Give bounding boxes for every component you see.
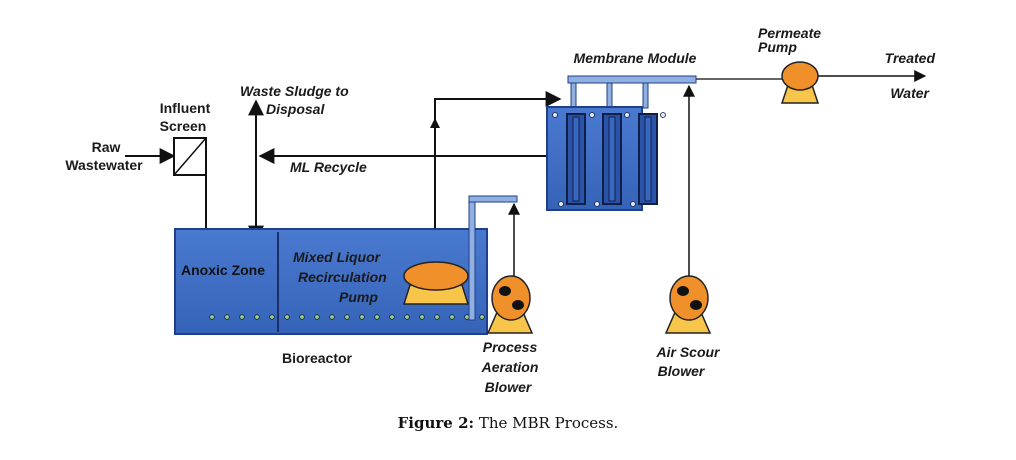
influent-screen-icon <box>173 137 207 176</box>
diffuser-dot <box>344 314 350 320</box>
air-scour-blower-label: Air Scour Blower <box>655 344 721 379</box>
figure-caption: Figure 2: The MBR Process. <box>0 414 1016 432</box>
aeration-pipe <box>468 195 518 321</box>
svg-text:Treated: Treated <box>885 50 936 66</box>
diffuser-dot <box>299 314 305 320</box>
influent-screen-label: Influent Screen <box>160 100 211 134</box>
diffuser-dot <box>314 314 320 320</box>
process-aeration-blower-label: Process Aeration Blower <box>481 339 539 395</box>
diffuser-dot <box>419 314 425 320</box>
mlr-to-membrane-arrow <box>434 91 562 270</box>
svg-text:Process: Process <box>483 339 538 355</box>
svg-text:Blower: Blower <box>485 379 533 395</box>
permeate-pump-icon <box>780 61 820 104</box>
diffuser-dot <box>434 314 440 320</box>
diffuser-dot <box>209 314 215 320</box>
diffuser-dot <box>284 314 290 320</box>
svg-text:Mixed Liquor: Mixed Liquor <box>293 249 382 265</box>
mlr-pump-label: Mixed Liquor Recirculation Pump <box>293 249 387 305</box>
membrane-module <box>546 75 697 211</box>
diffuser-dot <box>359 314 365 320</box>
aeration-diffusers <box>209 314 485 320</box>
diffuser-dot <box>239 314 245 320</box>
mbr-process-diagram: Raw Wastewater Influent Screen Waste Slu… <box>65 25 936 395</box>
svg-text:Aeration: Aeration <box>481 359 539 375</box>
svg-text:Air Scour: Air Scour <box>655 344 721 360</box>
svg-text:Screen: Screen <box>160 118 207 134</box>
mlr-pump-icon <box>402 261 470 305</box>
diffuser-dot <box>269 314 275 320</box>
diffuser-dot <box>329 314 335 320</box>
svg-text:Pump: Pump <box>339 289 378 305</box>
svg-text:Permeate: Permeate <box>758 25 821 41</box>
svg-text:Influent: Influent <box>160 100 211 116</box>
ml-recycle-label: ML Recycle <box>290 159 367 175</box>
svg-text:Raw: Raw <box>92 139 121 155</box>
svg-text:Wastewater: Wastewater <box>65 157 143 173</box>
membrane-module-label: Membrane Module <box>574 50 697 66</box>
raw-wastewater-label: Raw Wastewater <box>65 139 143 173</box>
svg-text:Disposal: Disposal <box>266 101 325 117</box>
figure-label: Figure 2: <box>397 414 475 432</box>
diffuser-dot <box>479 314 485 320</box>
diffuser-dot <box>404 314 410 320</box>
bioreactor-label: Bioreactor <box>282 350 353 366</box>
diffuser-dot <box>224 314 230 320</box>
anoxic-zone-label: Anoxic Zone <box>181 262 265 278</box>
diffuser-dot <box>254 314 260 320</box>
svg-text:Blower: Blower <box>658 363 706 379</box>
svg-text:Recirculation: Recirculation <box>298 269 387 285</box>
diffuser-dot <box>374 314 380 320</box>
diffuser-dot <box>449 314 455 320</box>
permeate-pump-label: Permeate Pump <box>758 25 821 55</box>
figure-caption-text: The MBR Process. <box>478 414 619 432</box>
treated-water-label: Treated Water <box>885 50 936 101</box>
svg-text:Waste Sludge to: Waste Sludge to <box>240 83 349 99</box>
waste-sludge-label: Waste Sludge to Disposal <box>240 83 349 117</box>
svg-text:Water: Water <box>890 85 930 101</box>
svg-text:Pump: Pump <box>758 39 797 55</box>
process-aeration-blower-icon <box>486 275 534 334</box>
diffuser-dot <box>389 314 395 320</box>
air-scour-blower-icon <box>664 275 712 334</box>
mlr-up-arrowhead <box>430 118 440 128</box>
